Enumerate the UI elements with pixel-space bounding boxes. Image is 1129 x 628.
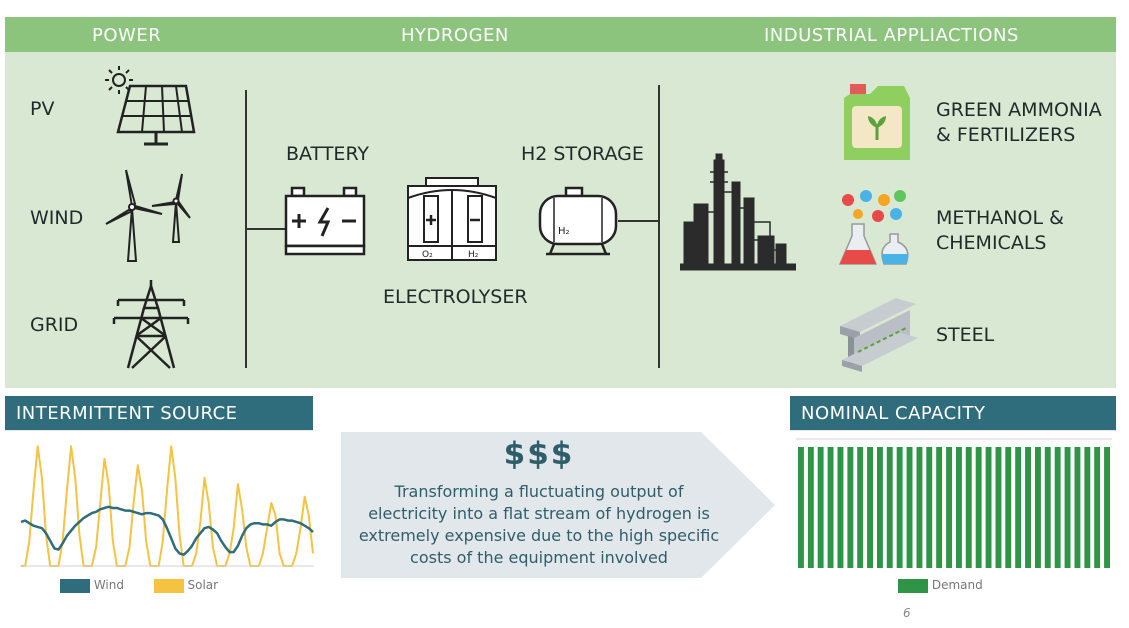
solar-panel-icon [105, 66, 196, 146]
legend-wind-label: Wind [93, 578, 124, 592]
h2-cell-label: H₂ [468, 250, 479, 260]
cost-line-1: Transforming a fluctuating output of [394, 482, 684, 501]
cost-line-2: electricity into a flat stream of hydrog… [368, 504, 710, 523]
label-electrolyser: ELECTROLYSER [383, 286, 528, 308]
header-power: POWER [92, 25, 162, 46]
demand-bar [936, 447, 943, 568]
demand-bar [877, 447, 883, 568]
legend-solar-swatch [153, 578, 184, 593]
nominal-title: NOMINAL CAPACITY [801, 403, 986, 424]
cost-line-4: costs of the equipment involved [410, 548, 668, 567]
steel-beam-icon [840, 298, 918, 372]
demand-bar [926, 447, 933, 568]
demand-bar [956, 447, 962, 568]
label-methanol-1: METHANOL & [936, 207, 1064, 229]
demand-bar [1084, 447, 1091, 568]
demand-bar [886, 447, 893, 568]
label-ammonia-1: GREEN AMMONIA [936, 99, 1102, 121]
demand-bar [1044, 447, 1051, 568]
nominal-legend: Demand [898, 578, 983, 593]
nominal-rule [790, 430, 1116, 431]
demand-bar [1035, 447, 1041, 568]
divider-left [245, 90, 247, 368]
demand-bar [1015, 447, 1022, 568]
demand-bar [1054, 447, 1061, 568]
chemicals-flask-icon [838, 190, 909, 265]
demand-bar [798, 447, 804, 568]
demand-bar [916, 447, 923, 568]
header-bar: POWER HYDROGEN INDUSTRIAL APPLIACTIONS [5, 17, 1116, 52]
demand-bar [975, 447, 982, 568]
cost-arrow-shape [341, 432, 775, 578]
demand-bar [807, 447, 814, 568]
series-line-wind [20, 505, 314, 556]
label-ammonia-2: & FERTILIZERS [936, 124, 1076, 146]
demand-bar [906, 447, 913, 568]
legend-wind-swatch [60, 578, 90, 593]
cost-line-3: extremely expensive due to the high spec… [358, 526, 720, 545]
o2-label: O₂ [422, 250, 433, 260]
label-wind: WIND [30, 207, 84, 229]
demand-bar [946, 447, 952, 568]
header-hydrogen: HYDROGEN [401, 25, 509, 46]
series-line-solar [21, 445, 314, 567]
h2-tank-icon: H₂ [538, 186, 618, 256]
cost-description: Transforming a fluctuating output of ele… [341, 481, 737, 569]
demand-bar [1005, 447, 1012, 568]
demand-bar [857, 447, 864, 568]
intermittent-title: INTERMITTENT SOURCE [16, 403, 238, 424]
demand-bar [817, 447, 824, 568]
label-pv: PV [30, 98, 55, 120]
demand-bar [867, 447, 873, 568]
demand-bar [896, 447, 903, 568]
legend-demand-label: Demand [931, 578, 983, 592]
intermittent-header: INTERMITTENT SOURCE [5, 396, 313, 430]
demand-bar [827, 447, 834, 568]
nominal-header: NOMINAL CAPACITY [790, 396, 1116, 430]
demand-bar [1074, 447, 1081, 568]
header-industrial: INDUSTRIAL APPLIACTIONS [764, 25, 1019, 46]
demand-bar [1064, 447, 1071, 568]
intermittent-chart [20, 445, 314, 567]
label-steel: STEEL [936, 324, 995, 346]
label-methanol-2: CHEMICALS [936, 232, 1047, 254]
divider-right [658, 85, 660, 368]
demand-bar [965, 447, 972, 568]
legend-solar-label: Solar [187, 578, 219, 592]
cost-symbol: $$$ [503, 436, 575, 472]
label-battery: BATTERY [286, 143, 370, 165]
transmission-tower-icon [112, 280, 190, 369]
demand-bar [995, 447, 1002, 568]
label-grid: GRID [30, 314, 79, 336]
demand-bar [1094, 447, 1101, 568]
demand-bar [837, 447, 844, 568]
intermittent-legend: Wind Solar [60, 578, 218, 593]
legend-demand-swatch [898, 578, 928, 593]
connector-storage [618, 220, 658, 222]
demand-bar [985, 447, 992, 568]
wind-turbine-icon [105, 169, 191, 262]
demand-bar [1025, 447, 1031, 568]
connector-battery [247, 228, 285, 230]
label-h2-storage: H2 STORAGE [521, 143, 644, 165]
battery-icon [284, 186, 366, 256]
nominal-chart [796, 438, 1112, 568]
intermittent-rule [5, 430, 313, 431]
demand-bar [847, 447, 854, 568]
page-number: 6 [903, 606, 911, 620]
electrolyser-icon: O₂ H₂ [407, 177, 497, 261]
h2-tank-label: H₂ [558, 226, 570, 237]
industrial-plant-icon [680, 153, 796, 271]
demand-bar [1104, 447, 1110, 568]
fertilizer-jug-icon [844, 84, 910, 160]
